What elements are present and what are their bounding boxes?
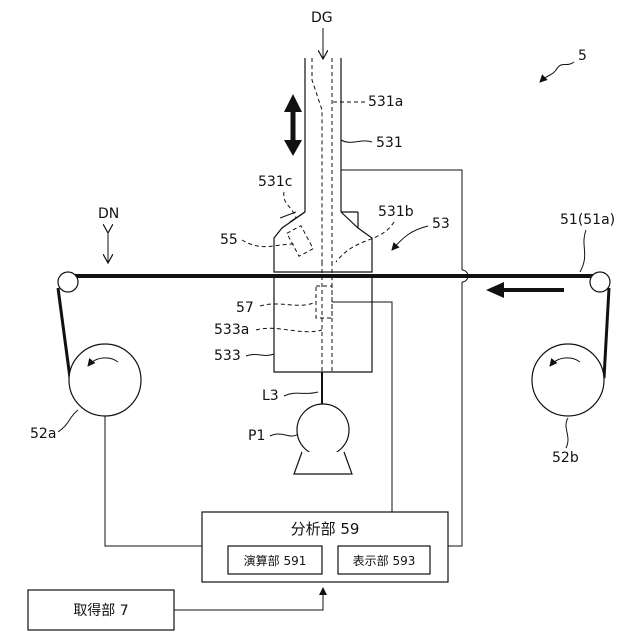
left-roller [58,272,78,292]
leader-53 [392,226,428,250]
figure-number: 5 [578,48,587,64]
label-531b: 531b [378,204,414,220]
leader-531 [341,140,372,142]
label-dn: DN [98,206,119,222]
reel-52b [532,288,609,416]
sensor-55 [287,226,313,256]
reel-52a [58,288,141,416]
leader-57 [260,302,316,306]
label-53: 53 [432,216,450,232]
vertical-movement-arrow [284,94,302,156]
label-57: 57 [236,300,254,316]
leader-531b [336,222,394,262]
lower-block-533 [274,278,372,372]
analysis-unit-label: 分析部 59 [291,520,360,538]
leader-55 [242,240,294,247]
label-531c: 531c [258,174,292,190]
sensor-57 [316,286,332,318]
label-531a: 531a [368,94,403,110]
label-l3: L3 [262,388,279,404]
leader-51 [580,230,586,272]
leader-533a [256,328,322,331]
label-55: 55 [220,232,238,248]
pump-p1 [294,404,352,474]
acquisition-to-analysis-arrow [174,588,323,610]
acquisition-unit-label: 取得部 7 [73,602,128,619]
label-p1: P1 [248,428,265,444]
leader-52b [566,418,568,448]
leader-533 [246,354,274,356]
signal-lines [105,170,468,546]
label-52b: 52b [552,450,579,466]
leader-52a [58,410,78,432]
label-531: 531 [376,135,403,151]
label-51: 51(51a) [560,212,615,228]
label-dg: DG [311,10,333,26]
right-roller [590,272,610,292]
figure-number-arrow [540,62,574,82]
leader-p1 [270,434,298,436]
calc-unit-label: 演算部 591 [244,553,307,568]
tape-direction-arrow [486,282,564,298]
leader-l3 [284,392,318,396]
label-52a: 52a [30,426,56,442]
upper-block [274,212,372,272]
pipe-531 [305,58,341,372]
display-unit-label: 表示部 593 [353,553,416,568]
label-533a: 533a [214,322,249,338]
label-533: 533 [214,348,241,364]
